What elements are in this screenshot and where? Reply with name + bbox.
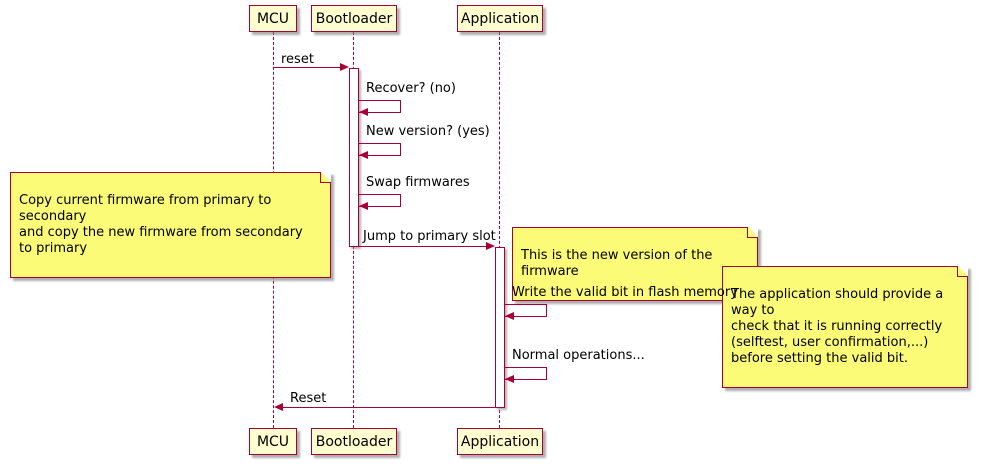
message-label-swap: Swap firmwares — [366, 175, 470, 190]
self-message-loop-new-version — [359, 143, 401, 156]
note-copy-firmware-text: Copy current firmware from primary to se… — [19, 193, 303, 256]
self-message-loop-normal-ops — [505, 367, 547, 380]
message-label-write-valid: Write the valid bit in flash memory — [512, 285, 738, 300]
message-line-jump — [359, 246, 486, 247]
participant-application-top: Application — [457, 5, 543, 32]
self-message-loop-swap — [359, 194, 401, 207]
message-label-reset: reset — [281, 52, 314, 67]
note-valid-bit: The application should provide a way to … — [722, 266, 968, 388]
message-line-reset — [274, 67, 341, 68]
participant-bootloader-bottom-label: Bootloader — [315, 433, 393, 450]
participant-bootloader-top: Bootloader — [311, 5, 397, 32]
participant-mcu-bottom-label: MCU — [256, 433, 290, 450]
message-label-new-version: New version? (yes) — [366, 124, 490, 139]
message-line-reset-back — [283, 407, 495, 408]
note-valid-bit-text: The application should provide a way to … — [731, 287, 944, 366]
arrowhead-left-icon — [505, 375, 514, 383]
lifeline-application — [499, 32, 500, 428]
participant-bootloader-top-label: Bootloader — [315, 10, 393, 27]
message-label-normal-ops: Normal operations... — [512, 348, 645, 363]
arrowhead-left-icon — [505, 312, 514, 320]
note-copy-firmware: Copy current firmware from primary to se… — [10, 172, 331, 278]
self-message-loop-recover — [359, 100, 401, 113]
participant-application-top-label: Application — [460, 10, 540, 27]
message-label-recover: Recover? (no) — [366, 81, 456, 96]
note-fold-icon — [747, 227, 758, 238]
arrowhead-left-icon — [359, 202, 368, 210]
participant-application-bottom-label: Application — [460, 433, 540, 450]
arrowhead-left-icon — [359, 151, 368, 159]
arrowhead-right-icon — [486, 242, 495, 250]
note-fold-icon — [320, 172, 331, 183]
activation-bar-application — [495, 247, 505, 408]
note-new-firmware: This is the new version of the firmware — [512, 227, 758, 301]
arrowhead-left-icon — [359, 108, 368, 116]
participant-application-bottom: Application — [457, 428, 543, 455]
participant-bootloader-bottom: Bootloader — [311, 428, 397, 455]
message-label-jump: Jump to primary slot — [363, 229, 496, 244]
participant-mcu-top: MCU — [249, 5, 297, 32]
self-message-loop-write-valid — [505, 304, 547, 317]
arrowhead-left-icon — [274, 403, 283, 411]
participant-mcu-bottom: MCU — [249, 428, 297, 455]
message-label-reset-back: Reset — [290, 391, 327, 406]
arrowhead-right-icon — [340, 63, 349, 71]
activation-bar-bootloader — [349, 68, 359, 247]
note-new-firmware-text: This is the new version of the firmware — [521, 248, 713, 279]
note-fold-icon — [957, 266, 968, 277]
participant-mcu-top-label: MCU — [256, 10, 290, 27]
